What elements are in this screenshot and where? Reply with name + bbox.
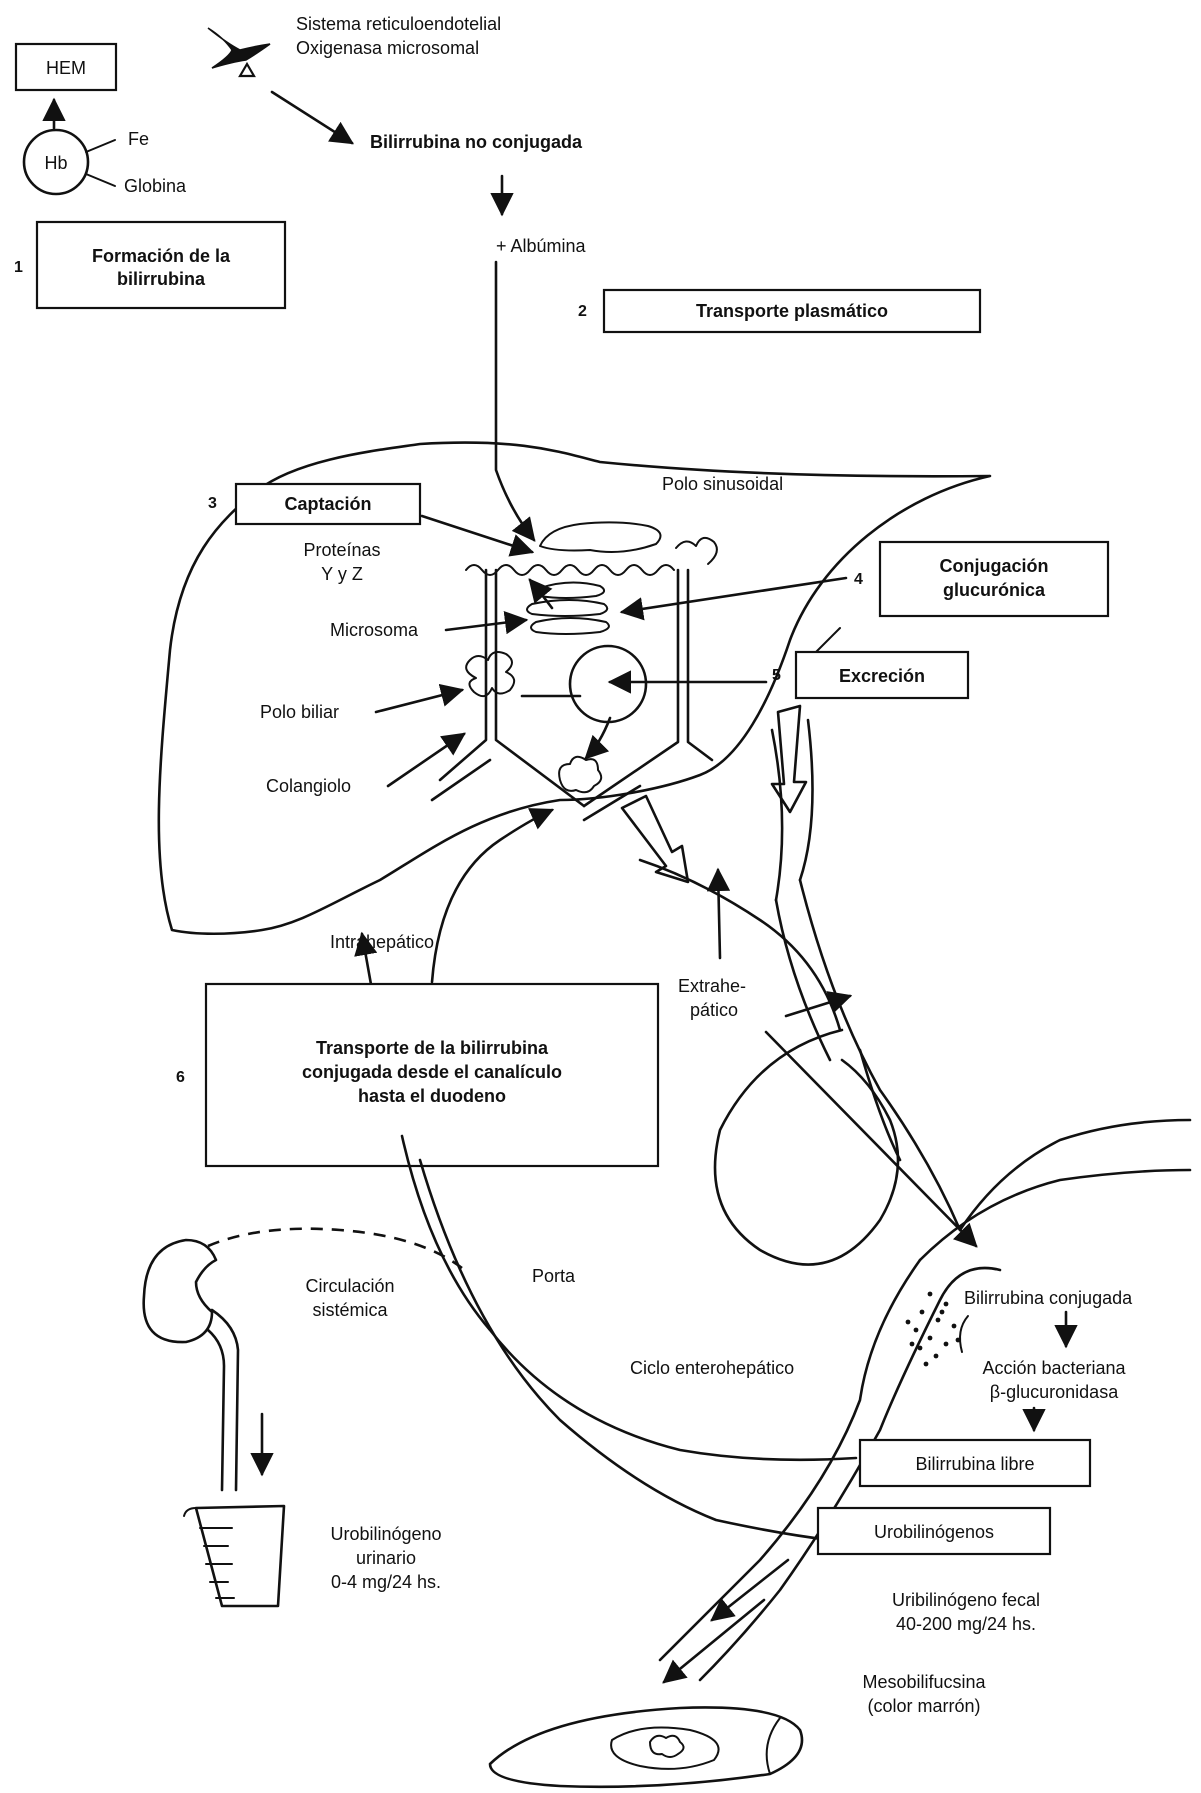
polo-biliar-label: Polo biliar	[260, 702, 339, 722]
step-1-label-2: bilirrubina	[117, 269, 206, 289]
fe-label: Fe	[128, 129, 149, 149]
proteinas-line-2: Y y Z	[321, 564, 363, 584]
step-6-number: 6	[176, 1069, 185, 1086]
step-2-number: 2	[578, 303, 587, 320]
reticuloendothelial-cell-icon	[208, 28, 270, 76]
bilirrubina-conjugada-label: Bilirrubina conjugada	[964, 1288, 1133, 1308]
polo-sinusoidal-label: Polo sinusoidal	[662, 474, 783, 494]
systemic-circulation	[208, 1229, 462, 1268]
stool-dish-icon	[490, 1707, 802, 1786]
uro-urinario-line-2: urinario	[356, 1548, 416, 1568]
common-bile-duct	[800, 880, 960, 1230]
circulacion-line-1: Circulación	[305, 1276, 394, 1296]
uri-fecal-line-2: 40-200 mg/24 hs.	[896, 1614, 1036, 1634]
step-1-label: Formación de la	[92, 246, 231, 266]
sistema-line-2: Oxigenasa microsomal	[296, 38, 479, 58]
portal-vein	[402, 1136, 856, 1460]
extrahepatico-line-1: Extrahe-	[678, 976, 746, 996]
step-2-label: Transporte plasmático	[696, 301, 888, 321]
uri-fecal-line-1: Uribilinógeno fecal	[892, 1590, 1040, 1610]
extrahepatico-line-2: pático	[690, 1000, 738, 1020]
step-1-number: 1	[14, 259, 23, 276]
duodenum-upper	[960, 1120, 1190, 1230]
colangiolo-label: Colangiolo	[266, 776, 351, 796]
sistema-line-1: Sistema reticuloendotelial	[296, 14, 501, 34]
bilirrubina-libre-label: Bilirrubina libre	[915, 1454, 1034, 1474]
step-3-label: Captación	[284, 494, 371, 514]
urobilinogenos-label: Urobilinógenos	[874, 1522, 994, 1542]
porta-label: Porta	[532, 1266, 576, 1286]
step-6-label-3: hasta el duodeno	[358, 1086, 506, 1106]
hb-label: Hb	[44, 153, 67, 173]
step-4-label: Conjugación	[940, 556, 1049, 576]
uro-urinario-line-3: 0-4 mg/24 hs.	[331, 1572, 441, 1592]
meso-line-2: (color marrón)	[867, 1696, 980, 1716]
intrahepatico-label: Intrahepático	[330, 932, 434, 952]
ciclo-label: Ciclo enterohepático	[630, 1358, 794, 1378]
step-4-box	[880, 542, 1108, 616]
albumina-label: + Albúmina	[496, 236, 587, 256]
uro-urinario-line-1: Urobilinógeno	[330, 1524, 441, 1544]
step-5-number: 5	[772, 667, 781, 684]
step-6-label-2: conjugada desde el canalículo	[302, 1062, 562, 1082]
accion-line-2: β-glucuronidasa	[990, 1382, 1119, 1402]
step-6-label: Transporte de la bilirrubina	[316, 1038, 549, 1058]
bilirrubina-no-conjugada-label: Bilirrubina no conjugada	[370, 132, 583, 152]
meso-line-1: Mesobilifucsina	[862, 1672, 986, 1692]
globina-label: Globina	[124, 176, 187, 196]
excretion-vesicle	[570, 646, 646, 722]
kidney-icon	[144, 1240, 216, 1342]
step-3-number: 3	[208, 495, 217, 512]
measuring-cup-icon	[196, 1506, 284, 1606]
microsoma-label: Microsoma	[330, 620, 419, 640]
hem-label: HEM	[46, 58, 86, 78]
hepatic-duct-left	[640, 860, 840, 1030]
accion-line-1: Acción bacteriana	[982, 1358, 1126, 1378]
step-4-number: 4	[854, 571, 863, 588]
step-4-label-2: glucurónica	[943, 580, 1046, 600]
step-5-label: Excreción	[839, 666, 925, 686]
circulacion-line-2: sistémica	[312, 1300, 388, 1320]
gallbladder	[715, 1030, 898, 1265]
proteinas-line-1: Proteínas	[303, 540, 380, 560]
